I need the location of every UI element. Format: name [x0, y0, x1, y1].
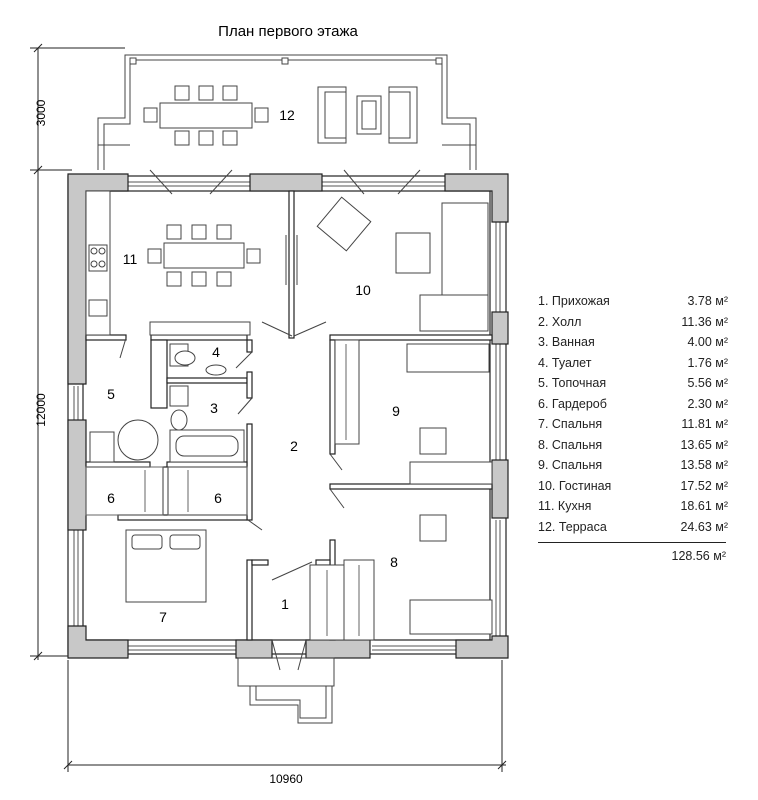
room-number: 12: [279, 107, 295, 123]
boiler-fixtures: [89, 419, 159, 463]
bedroom7-furniture: [125, 529, 207, 603]
legend-room-name: 1. Прихожая: [538, 294, 610, 308]
legend-room-area: 4.00 м²: [687, 335, 728, 349]
legend-row: 8. Спальня 13.65 м²: [538, 435, 728, 456]
room-number: 2: [290, 438, 298, 454]
dim-house-depth: 12000: [34, 393, 48, 427]
legend-room-area: 17.52 м²: [680, 478, 728, 493]
legend-row: 11. Кухня 18.61 м²: [538, 496, 728, 517]
entrance-steps: [237, 657, 335, 724]
legend-room-name: 11. Кухня: [538, 499, 592, 513]
legend-row: 4. Туалет 1.76 м²: [538, 353, 728, 374]
kitchen-furniture: [85, 190, 261, 336]
dim-house-width: 10960: [269, 772, 303, 786]
legend-row: 6. Гардероб 2.30 м²: [538, 394, 728, 415]
legend-room-name: 3. Ванная: [538, 335, 595, 349]
legend-room-name: 7. Спальня: [538, 417, 603, 431]
legend-room-area: 11.81 м²: [681, 417, 728, 431]
door-swings: [119, 169, 421, 671]
legend-room-name: 9. Спальня: [538, 458, 603, 472]
room-number: 7: [159, 609, 167, 625]
legend-room-area: 2.30 м²: [687, 396, 728, 411]
room-number: 9: [392, 403, 400, 419]
legend-room-area: 3.78 м²: [687, 294, 728, 308]
legend-row: 5. Топочная 5.56 м²: [538, 373, 728, 394]
legend-total: 128.56 м²: [671, 549, 726, 563]
legend-row: 10. Гостиная 17.52 м²: [538, 476, 728, 497]
room-number: 8: [390, 554, 398, 570]
legend-row: 2. Холл 11.36 м²: [538, 312, 728, 333]
legend-room-area: 18.61 м²: [680, 499, 728, 513]
legend-room-area: 5.56 м²: [687, 376, 728, 390]
legend-divider: [538, 542, 726, 543]
legend-room-area: 24.63 м²: [680, 519, 728, 534]
room-number: 11: [123, 251, 138, 267]
dim-terrace-depth: 3000: [34, 99, 48, 126]
legend-room-name: 2. Холл: [538, 314, 582, 329]
room-number: 6: [107, 490, 115, 506]
room-number: 6: [214, 490, 222, 506]
plan-title: План первого этажа: [218, 23, 358, 40]
bathroom-fixtures: [169, 343, 245, 463]
room-legend: 1. Прихожая 3.78 м² 2. Холл 11.36 м² 3. Ва…: [538, 291, 728, 563]
legend-room-area: 13.65 м²: [680, 437, 728, 452]
bedroom8-furniture: [309, 514, 493, 641]
legend-room-name: 4. Туалет: [538, 355, 592, 370]
legend-row: 1. Прихожая 3.78 м²: [538, 291, 728, 312]
legend-row: 3. Ванная 4.00 м²: [538, 332, 728, 353]
legend-room-area: 1.76 м²: [687, 355, 728, 370]
legend-room-name: 8. Спальня: [538, 437, 603, 452]
room-number: 3: [210, 400, 218, 416]
living-furniture: [316, 196, 489, 332]
wardrobe-hatch: [85, 344, 360, 636]
bedroom9-furniture: [334, 339, 493, 485]
room-numbers: 1 2 3 4 5 6 6 7 8 9 10 11 12: [107, 107, 400, 625]
legend-row: 12. Терраса 24.63 м²: [538, 517, 728, 538]
legend-room-name: 5. Топочная: [538, 376, 607, 390]
room-number: 5: [107, 386, 115, 402]
legend-room-name: 12. Терраса: [538, 519, 607, 534]
room-number: 4: [212, 344, 220, 360]
bearing-walls: [67, 173, 509, 659]
legend-room-name: 6. Гардероб: [538, 396, 607, 411]
dimension-lines: [30, 43, 507, 772]
legend-row: 7. Спальня 11.81 м²: [538, 414, 728, 435]
terrace-furniture: [143, 85, 418, 146]
terrace-outline: [97, 54, 477, 170]
legend-row: 9. Спальня 13.58 м²: [538, 455, 728, 476]
legend-room-name: 10. Гостиная: [538, 478, 612, 493]
room-number: 1: [281, 596, 289, 612]
legend-room-area: 11.36 м²: [681, 314, 728, 329]
room-number: 10: [355, 282, 371, 298]
legend-room-area: 13.58 м²: [680, 458, 728, 472]
